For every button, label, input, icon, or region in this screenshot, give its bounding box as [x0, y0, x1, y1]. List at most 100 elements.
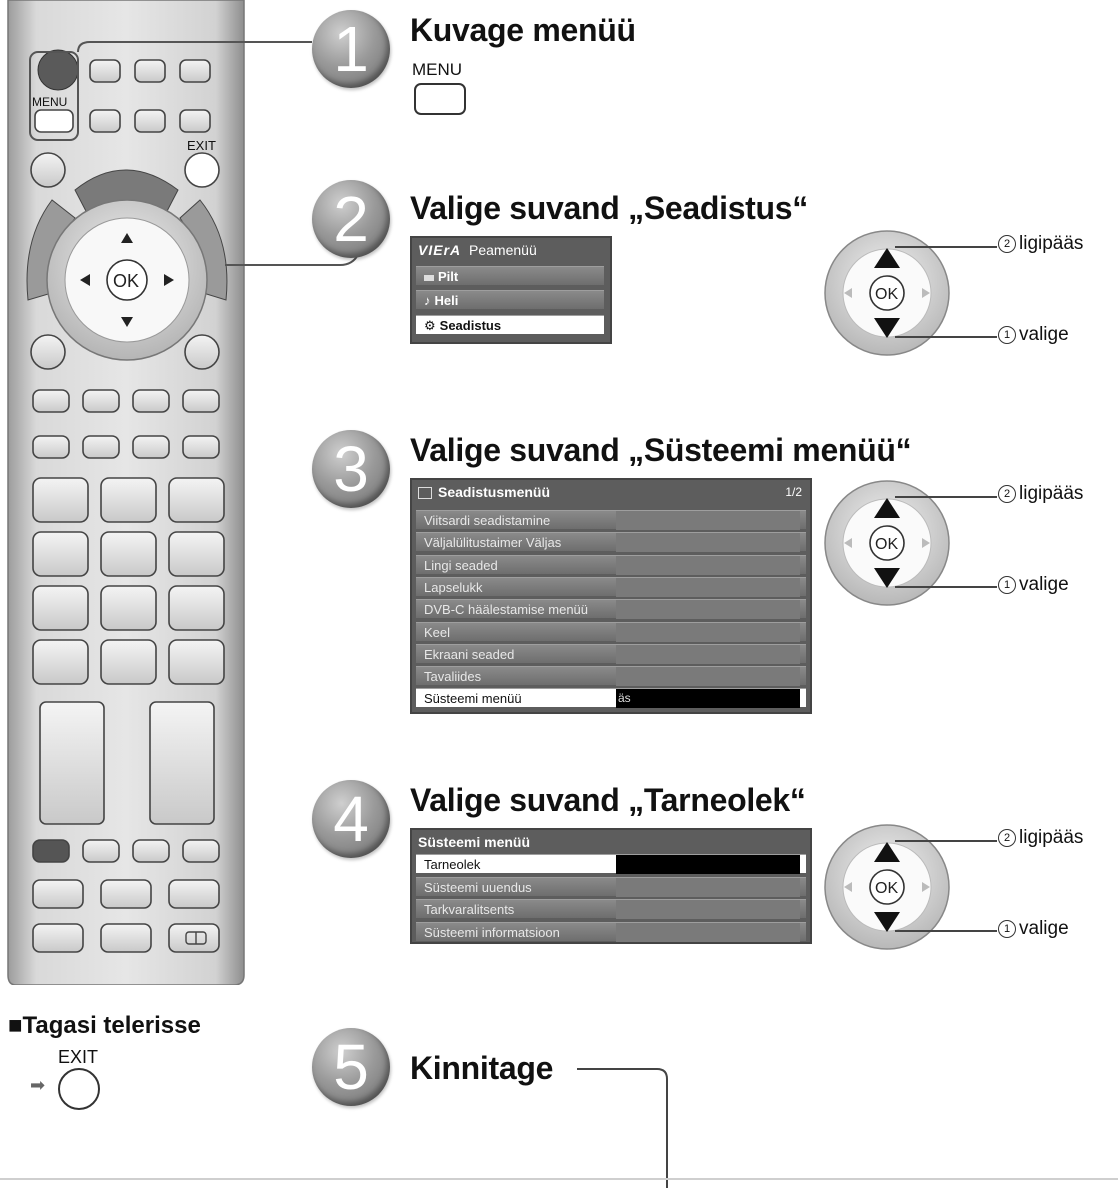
step-3-title: Valige suvand „Süsteemi menüü“	[410, 432, 912, 468]
step-5-title: Kinnitage	[410, 1050, 554, 1086]
setup-menu-item-value	[616, 533, 800, 553]
step-1-circle: 1	[312, 10, 390, 88]
ok-navigation-pad[interactable]: OK	[822, 228, 952, 358]
callout-number: 2	[998, 235, 1016, 253]
system-menu-item-value	[616, 877, 800, 897]
picture-icon	[424, 274, 434, 281]
remote-exit-key[interactable]	[184, 152, 220, 188]
system-menu-header: Süsteemi menüü	[418, 834, 531, 850]
callout-number: 2	[998, 829, 1016, 847]
callout-number: 1	[998, 920, 1016, 938]
main-menu-title: Peamenüü	[469, 242, 537, 258]
system-menu-item[interactable]: Tarneolek	[416, 854, 806, 874]
down-arrow-icon[interactable]	[874, 912, 900, 932]
main-menu-item-label: Heli	[434, 293, 459, 308]
system-menu-item[interactable]: Süsteemi uuendus	[416, 876, 806, 897]
ok-pad-label: OK	[875, 880, 898, 897]
system-menu-item-label: Süsteemi informatsioon	[424, 924, 560, 940]
setup-menu-title: Seadistusmenüü	[438, 484, 551, 500]
step-3-circle: 3	[312, 430, 390, 508]
main-menu-item-pilt[interactable]: Pilt	[416, 266, 604, 285]
system-menu-item[interactable]: Tarkvaralitsents	[416, 899, 806, 919]
return-title: ■Tagasi telerisse	[8, 1012, 201, 1039]
callout-label: valige	[1019, 574, 1069, 595]
left-arrow-icon	[844, 882, 852, 892]
setup-menu-item-label: Keel	[424, 624, 451, 640]
up-arrow-icon[interactable]	[874, 842, 900, 862]
setup-menu-item[interactable]: Väljalülitustaimer Väljas	[416, 532, 806, 553]
setup-menu-item-label: Lingi seaded	[424, 557, 498, 573]
remote-menu-key[interactable]	[34, 109, 74, 133]
right-arrow-icon	[922, 538, 930, 548]
step-4-title: Valige suvand „Tarneolek“	[410, 782, 806, 818]
setup-menu-item-value	[616, 622, 800, 642]
down-arrow-icon[interactable]	[874, 318, 900, 338]
setup-menu-item-value: äs	[616, 689, 800, 709]
step-1-menu-key[interactable]	[414, 83, 466, 115]
setup-menu-item-label: Väljalülitustaimer Väljas	[424, 535, 562, 551]
callout-number: 2	[998, 485, 1016, 503]
main-menu-header: VIErA Peamenüü	[412, 238, 610, 262]
down-arrow-icon[interactable]	[874, 568, 900, 588]
return-exit-key[interactable]	[58, 1068, 100, 1110]
ok-pad-label: OK	[875, 536, 898, 553]
setup-menu-item[interactable]: Süsteemi menüü äs	[416, 688, 806, 709]
access-callout-line	[895, 496, 997, 498]
callout-number: 1	[998, 326, 1016, 344]
left-arrow-icon	[844, 288, 852, 298]
confirm-arrow-line	[577, 1068, 668, 1188]
select-callout-line	[895, 930, 997, 932]
system-menu-item-value	[616, 900, 800, 919]
arrow-right-icon: ➡	[30, 1075, 46, 1095]
main-menu-item-label: Pilt	[438, 269, 459, 284]
main-menu-screen: VIErA Peamenüü Pilt ♪Heli ⚙Seadistus	[410, 236, 612, 344]
callout-label: ligipääs	[1019, 233, 1084, 254]
setup-menu-item[interactable]: Lapselukk	[416, 576, 806, 597]
callout-label: valige	[1019, 324, 1069, 345]
access-callout-line	[895, 840, 997, 842]
left-arrow-icon	[844, 538, 852, 548]
setup-menu-item[interactable]: DVB-C häälestamise menüü	[416, 599, 806, 620]
system-menu-item-value	[616, 922, 800, 942]
step-4-circle: 4	[312, 780, 390, 858]
setup-menu-screen: Seadistusmenüü 1/2 Viitsardi seadistamin…	[410, 478, 812, 714]
step-1-title: Kuvage menüü	[410, 12, 636, 48]
select-callout-line	[895, 336, 997, 338]
access-callout-line	[895, 246, 997, 248]
setup-menu-item-value	[616, 577, 800, 597]
setup-menu-item[interactable]: Lingi seaded	[416, 554, 806, 575]
remote-control: MENU EXIT OK	[7, 0, 245, 985]
system-menu-item-label: Süsteemi uuendus	[424, 879, 532, 895]
setup-menu-item[interactable]: Viitsardi seadistamine	[416, 510, 806, 530]
ok-pad-label: OK	[875, 286, 898, 303]
up-arrow-icon[interactable]	[874, 248, 900, 268]
callout-label: ligipääs	[1019, 483, 1084, 504]
setup-menu-item[interactable]: Keel	[416, 621, 806, 642]
main-menu-item-heli[interactable]: ♪Heli	[416, 290, 604, 309]
step-2-title: Valige suvand „Seadistus“	[410, 190, 808, 226]
system-menu-item-value	[616, 855, 800, 874]
setup-icon: ⚙	[424, 318, 436, 333]
setup-menu-icon	[418, 487, 432, 500]
main-menu-item-seadistus[interactable]: ⚙Seadistus	[416, 315, 604, 334]
system-menu-item-label: Tarkvaralitsents	[424, 902, 515, 917]
callout-label: valige	[1019, 918, 1069, 939]
setup-menu-item-label: Tavaliides	[424, 669, 482, 685]
setup-menu-item-label: Süsteemi menüü	[424, 691, 522, 707]
setup-menu-item[interactable]: Tavaliides	[416, 666, 806, 687]
setup-menu-item-value	[616, 667, 800, 687]
remote-menu-label: MENU	[32, 95, 67, 109]
remote-ok-key[interactable]	[106, 259, 148, 301]
up-arrow-icon[interactable]	[874, 498, 900, 518]
system-menu-item[interactable]: Süsteemi informatsioon	[416, 921, 806, 942]
setup-menu-item[interactable]: Ekraani seaded	[416, 643, 806, 664]
ok-navigation-pad[interactable]: OK	[822, 478, 952, 608]
callout-label: ligipääs	[1019, 827, 1084, 848]
setup-menu-item-value	[616, 511, 800, 530]
ok-navigation-pad[interactable]: OK	[822, 822, 952, 952]
